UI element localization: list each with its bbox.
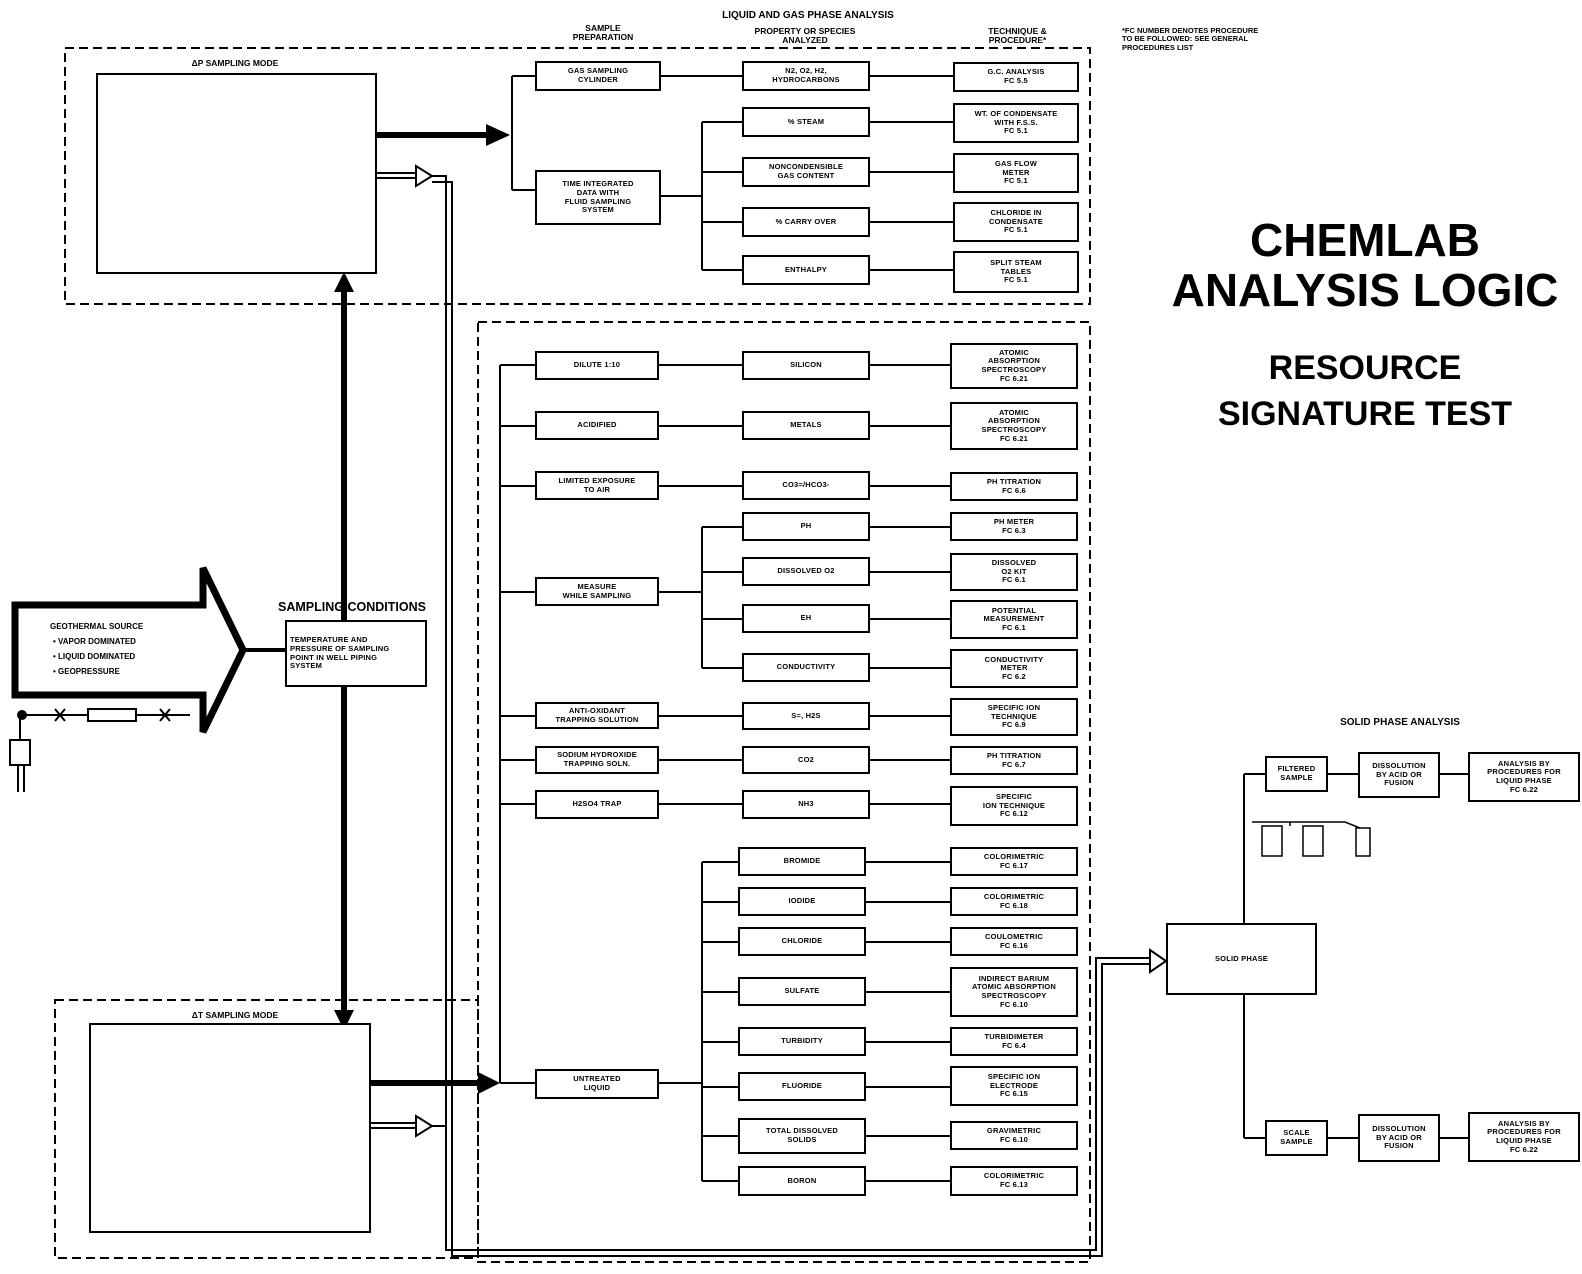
property-box: FLUORIDE bbox=[738, 1072, 866, 1101]
filtered-sample-box: FILTERED SAMPLE bbox=[1265, 756, 1328, 792]
property-box: Eh bbox=[742, 604, 870, 633]
property-box: METALS bbox=[742, 411, 870, 440]
sample-prep-header: SAMPLE PREPARATION bbox=[572, 23, 634, 43]
property-box: SILICON bbox=[742, 351, 870, 380]
property-box: % STEAM bbox=[742, 107, 870, 137]
title-line1: CHEMLAB bbox=[1250, 214, 1480, 266]
property-box: BORON bbox=[738, 1166, 866, 1196]
prep-box: LIMITED EXPOSURE TO AIR bbox=[535, 471, 659, 500]
property-box: S=, H2S bbox=[742, 702, 870, 730]
dp-mode-enclosure bbox=[64, 47, 1091, 305]
analysis-box: ANALYSIS BY PROCEDURES FOR LIQUID PHASE … bbox=[1468, 752, 1580, 802]
technique-box: SPECIFIC ION TECHNIQUE FC 6.12 bbox=[950, 786, 1078, 826]
property-header: PROPERTY OR SPECIES ANALYZED bbox=[754, 26, 856, 46]
liquid-analysis-enclosure bbox=[477, 321, 1091, 1263]
well-piping-sketch bbox=[9, 708, 190, 792]
dissolution-box: DISSOLUTION BY ACID OR FUSION bbox=[1358, 752, 1440, 798]
property-box: SULFATE bbox=[738, 977, 866, 1006]
technique-box: pH TITRATION FC 6.6 bbox=[950, 472, 1078, 501]
technique-box: COLORIMETRIC FC 6.13 bbox=[950, 1166, 1078, 1196]
property-box: CO2 bbox=[742, 746, 870, 774]
prep-box: TIME INTEGRATED DATA WITH FLUID SAMPLING… bbox=[535, 170, 661, 225]
source-title: GEOTHERMAL SOURCE bbox=[50, 622, 144, 631]
property-box: NONCONDENSIBLE GAS CONTENT bbox=[742, 157, 870, 187]
technique-box: G.C. ANALYSIS FC 5.5 bbox=[953, 62, 1079, 92]
subtitle-line2: SIGNATURE TEST bbox=[1217, 395, 1513, 433]
source-item: • GEOPRESSURE bbox=[53, 667, 120, 676]
property-box: CO3=/HCO3- bbox=[742, 471, 870, 500]
property-box: BROMIDE bbox=[738, 847, 866, 876]
technique-box: COLORIMETRIC FC 6.18 bbox=[950, 887, 1078, 916]
prep-box: MEASURE WHILE SAMPLING bbox=[535, 577, 659, 606]
source-item: • VAPOR DOMINATED bbox=[53, 637, 136, 646]
property-box: % CARRY OVER bbox=[742, 207, 870, 237]
technique-box: POTENTIAL MEASUREMENT FC 6.1 bbox=[950, 600, 1078, 639]
property-box: DISSOLVED O2 bbox=[742, 557, 870, 586]
source-item: • LIQUID DOMINATED bbox=[53, 652, 136, 661]
technique-box: GRAVIMETRIC FC 6.10 bbox=[950, 1121, 1078, 1150]
prep-box: ACIDIFIED bbox=[535, 411, 659, 440]
prep-box: GAS SAMPLING CYLINDER bbox=[535, 61, 661, 91]
solid-phase-box: SOLID PHASE bbox=[1166, 923, 1317, 995]
technique-box: WT. OF CONDENSATE WITH F.S.S. FC 5.1 bbox=[953, 103, 1079, 143]
dt-sampling-mode-panel bbox=[89, 1023, 371, 1233]
dissolution-box: DISSOLUTION BY ACID OR FUSION bbox=[1358, 1114, 1440, 1162]
prep-box: UNTREATED LIQUID bbox=[535, 1069, 659, 1099]
analysis-box: ANALYSIS BY PROCEDURES FOR LIQUID PHASE … bbox=[1468, 1112, 1580, 1162]
property-box: pH bbox=[742, 512, 870, 541]
footnote: *FC NUMBER DENOTES PROCEDURE TO BE FOLLO… bbox=[1122, 26, 1259, 52]
technique-box: COULOMETRIC FC 6.16 bbox=[950, 927, 1078, 956]
property-box: CONDUCTIVITY bbox=[742, 653, 870, 682]
property-box: IODIDE bbox=[738, 887, 866, 916]
subtitle-line1: RESOURCE bbox=[1268, 349, 1462, 387]
scale-sample-box: SCALE SAMPLE bbox=[1265, 1120, 1328, 1156]
property-box: ENTHALPY bbox=[742, 255, 870, 285]
filtration-sketch bbox=[1252, 821, 1371, 857]
technique-box: ATOMIC ABSORPTION SPECTROSCOPY FC 6.21 bbox=[950, 343, 1078, 389]
technique-box: DISSOLVED O2 KIT FC 6.1 bbox=[950, 553, 1078, 591]
property-box: TURBIDITY bbox=[738, 1027, 866, 1056]
technique-box: SPECIFIC ION ELECTRODE FC 6.15 bbox=[950, 1066, 1078, 1106]
sampling-conditions-title: SAMPLING CONDITIONS bbox=[278, 600, 426, 614]
dp-mode-label: ΔP SAMPLING MODE bbox=[191, 58, 279, 68]
prep-box: SODIUM HYDROXIDE TRAPPING SOLN. bbox=[535, 746, 659, 774]
technique-header: TECHNIQUE & PROCEDURE* bbox=[988, 26, 1047, 46]
property-box: CHLORIDE bbox=[738, 927, 866, 956]
technique-box: COLORIMETRIC FC 6.17 bbox=[950, 847, 1078, 876]
prep-box: H2SO4 TRAP bbox=[535, 790, 659, 819]
prep-box: ANTI-OXIDANT TRAPPING SOLUTION bbox=[535, 702, 659, 729]
geothermal-source-arrow bbox=[11, 566, 247, 734]
property-box: TOTAL DISSOLVED SOLIDS bbox=[738, 1118, 866, 1154]
technique-box: pH TITRATION FC 6.7 bbox=[950, 746, 1078, 775]
technique-box: TURBIDIMETER FC 6.4 bbox=[950, 1027, 1078, 1056]
dt-mode-enclosure bbox=[54, 999, 479, 1259]
technique-box: SPLIT STEAM TABLES FC 5.1 bbox=[953, 251, 1079, 293]
technique-box: pH METER FC 6.3 bbox=[950, 512, 1078, 541]
technique-box: CHLORIDE IN CONDENSATE FC 5.1 bbox=[953, 202, 1079, 242]
liquid-gas-header: LIQUID AND GAS PHASE ANALYSIS bbox=[722, 10, 894, 21]
prep-box: DILUTE 1:10 bbox=[535, 351, 659, 380]
title-line2: ANALYSIS LOGIC bbox=[1171, 264, 1559, 316]
technique-box: ATOMIC ABSORPTION SPECTROSCOPY FC 6.21 bbox=[950, 402, 1078, 450]
property-box: N2, O2, H2, HYDROCARBONS bbox=[742, 61, 870, 91]
property-box: NH3 bbox=[742, 790, 870, 819]
technique-box: SPECIFIC ION TECHNIQUE FC 6.9 bbox=[950, 698, 1078, 736]
dt-mode-label: ΔT SAMPLING MODE bbox=[191, 1010, 279, 1020]
solid-phase-header: SOLID PHASE ANALYSIS bbox=[1340, 717, 1460, 728]
technique-box: GAS FLOW METER FC 5.1 bbox=[953, 153, 1079, 193]
dp-sampling-mode-panel bbox=[96, 73, 377, 274]
technique-box: INDIRECT BARIUM ATOMIC ABSORPTION SPECTR… bbox=[950, 967, 1078, 1017]
sampling-conditions-box: TEMPERATURE AND PRESSURE OF SAMPLING POI… bbox=[285, 620, 427, 687]
technique-box: CONDUCTIVITY METER FC 6.2 bbox=[950, 649, 1078, 688]
